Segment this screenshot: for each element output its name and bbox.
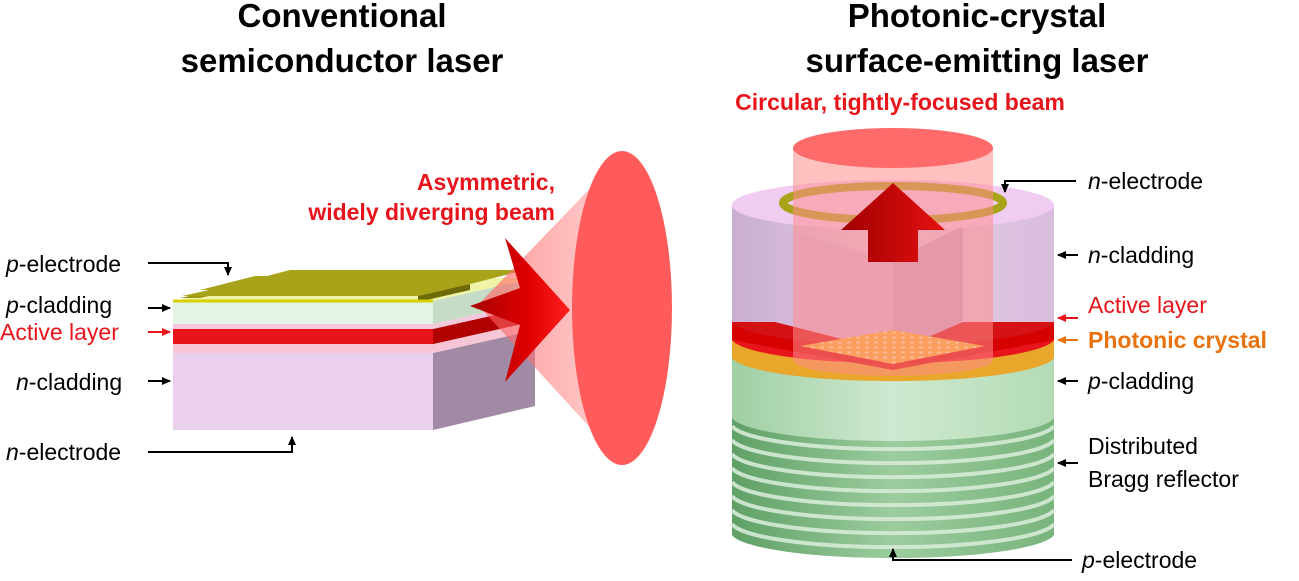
svg-text:Photonic crystal: Photonic crystal [1088,327,1267,353]
right-label-n-electrode: n-electrode [1001,168,1203,194]
beam-up-arrow [841,183,945,262]
right-label-p-cladding: p-cladding [1057,368,1194,394]
left-title-line1: Conventional [237,0,446,34]
svg-text:n-electrode: n-electrode [6,439,121,465]
svg-text:p-cladding: p-cladding [5,292,112,318]
left-beam-label-line1: Asymmetric, [417,169,555,195]
right-label-dbr: Distributed Bragg reflector [1057,433,1239,492]
right-label-p-electrode: p-electrode [889,547,1197,573]
right-label-photonic-crystal: Photonic crystal [1057,327,1267,353]
left-label-n-cladding: n-cladding [16,369,171,395]
left-title-line2: semiconductor laser [181,42,504,79]
right-label-active-layer: Active layer [1057,292,1207,322]
svg-text:Bragg reflector: Bragg reflector [1088,466,1239,492]
svg-text:Distributed: Distributed [1088,433,1198,459]
right-label-n-cladding: n-cladding [1057,242,1194,268]
left-label-n-electrode: n-electrode [6,436,296,465]
n-cladding-side [433,330,535,430]
svg-text:Active layer: Active layer [0,319,119,345]
left-beam-label-line2: widely diverging beam [307,199,555,225]
svg-text:p-electrode: p-electrode [5,251,121,277]
svg-text:n-electrode: n-electrode [1088,168,1203,194]
pcsel-device [730,128,1056,559]
svg-text:p-cladding: p-cladding [1087,368,1194,394]
svg-text:n-cladding: n-cladding [1088,242,1194,268]
right-title-line2: surface-emitting laser [806,42,1149,79]
svg-text:p-electrode: p-electrode [1081,547,1197,573]
right-beam-label: Circular, tightly-focused beam [735,89,1065,115]
conventional-laser-chip [173,270,535,430]
diverging-beam [470,151,672,466]
left-label-p-cladding: p-cladding [5,292,171,318]
dbr-stack [732,416,1054,559]
beam-spot-ellipse [572,151,672,465]
beam-direction-arrow [470,238,570,382]
svg-text:Active layer: Active layer [1088,292,1207,318]
left-label-active-layer: Active layer [0,319,171,345]
circular-beam-top [793,128,993,168]
right-title-line1: Photonic-crystal [848,0,1107,34]
svg-text:n-cladding: n-cladding [16,369,122,395]
left-label-p-electrode: p-electrode [5,251,232,277]
